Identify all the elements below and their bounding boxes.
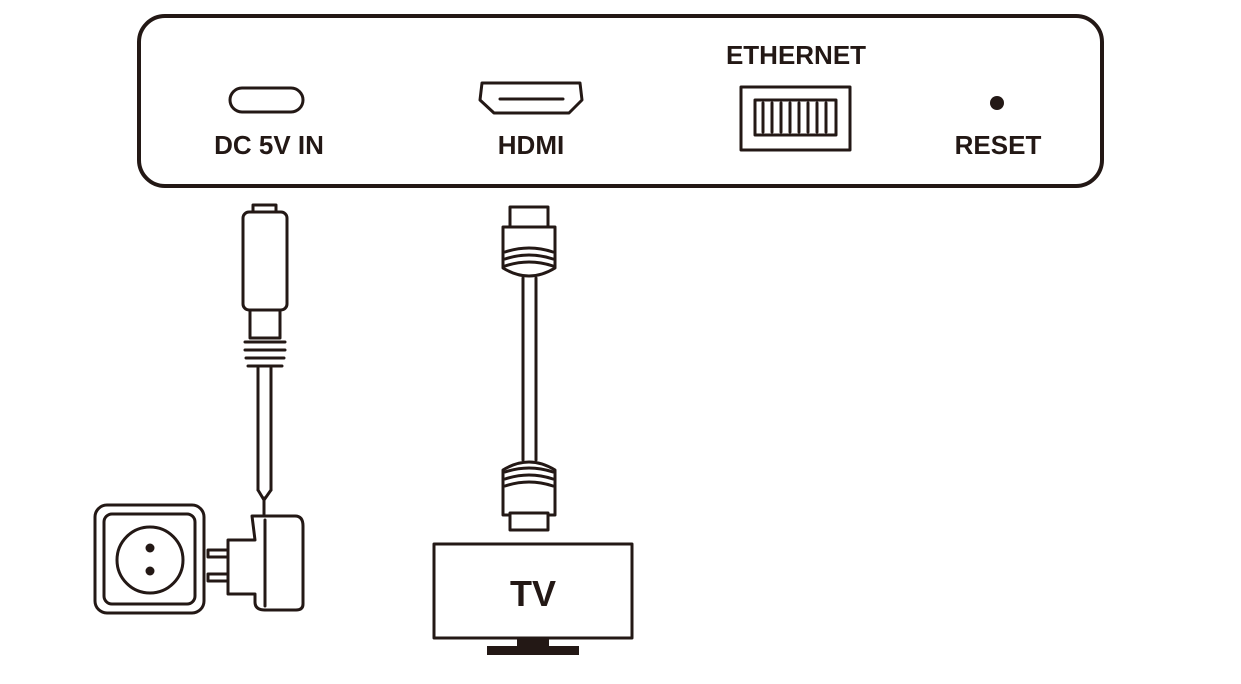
power-adapter-icon bbox=[206, 514, 305, 612]
tv-label: TV bbox=[510, 573, 556, 614]
reset-button: RESET bbox=[955, 96, 1042, 160]
device-back-panel bbox=[137, 14, 1104, 188]
tv-icon: TV bbox=[432, 542, 634, 655]
hdmi-port-label: HDMI bbox=[498, 130, 564, 160]
ethernet-port: ETHERNET bbox=[726, 40, 866, 152]
wall-socket-icon bbox=[93, 503, 206, 615]
power-cable bbox=[241, 203, 289, 516]
hdmi-port-icon bbox=[478, 81, 584, 115]
usb-c-port-icon bbox=[228, 86, 305, 114]
hdmi-port: HDMI bbox=[478, 81, 584, 160]
reset-label: RESET bbox=[955, 130, 1042, 160]
rj45-port-icon bbox=[739, 85, 852, 152]
hdmi-cable bbox=[501, 205, 557, 532]
dc-port-label: DC 5V IN bbox=[214, 130, 324, 160]
ethernet-pins bbox=[761, 101, 828, 134]
reset-hole-icon bbox=[990, 96, 1004, 110]
ethernet-port-label: ETHERNET bbox=[726, 40, 866, 70]
dc-port: DC 5V IN bbox=[214, 86, 324, 160]
